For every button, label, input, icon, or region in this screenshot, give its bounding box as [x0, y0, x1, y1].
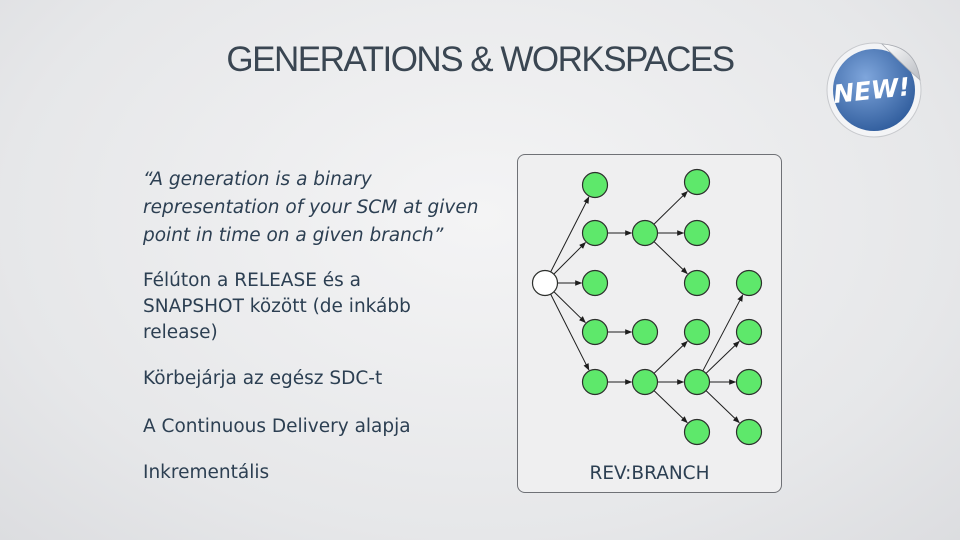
bullet-item: Félúton a RELEASE és a SNAPSHOT között (… [143, 268, 513, 346]
edge-b5-c4 [653, 340, 688, 374]
bullet-line: Félúton a RELEASE és a [143, 270, 362, 291]
generation-node-c4 [683, 318, 711, 346]
root-node [531, 269, 559, 297]
slide-title: GENERATIONS & WORKSPACES [226, 40, 735, 79]
edge-root-a1 [550, 196, 590, 273]
bullet-list: Félúton a RELEASE és a SNAPSHOT között (… [143, 268, 513, 483]
badge-page-curl [880, 43, 921, 81]
edge-root-a5 [550, 293, 590, 371]
edge-b5-c6 [653, 390, 688, 424]
generation-node-c6 [683, 418, 711, 446]
bullet-item: Körbejárja az egész SDC-t [143, 368, 383, 389]
quote-block: “A generation is a binary representation… [143, 166, 503, 250]
generation-node-a2 [581, 219, 609, 247]
edge-root-a2 [553, 242, 586, 275]
edge-b2-c1 [653, 190, 688, 225]
generation-node-c5 [683, 368, 711, 396]
quote-line: representation of your SCM at given [143, 197, 479, 218]
generation-node-a1 [581, 171, 609, 199]
generation-node-c2 [683, 219, 711, 247]
generation-node-a3 [581, 269, 609, 297]
edge-c5-d4 [705, 340, 740, 374]
quote-line: point in time on a given branch” [143, 225, 444, 246]
generation-node-c3 [683, 269, 711, 297]
generation-node-b5 [631, 368, 659, 396]
generation-node-d4 [735, 318, 763, 346]
bullet-item: A Continuous Delivery alapja [143, 416, 411, 437]
bullet-line: SNAPSHOT között (de inkább [143, 296, 411, 317]
badge-disc [833, 49, 915, 131]
generation-node-d6 [735, 418, 763, 446]
edge-b2-c3 [653, 241, 688, 275]
quote-line: “A generation is a binary [143, 169, 372, 190]
new-badge: NEW! [826, 42, 922, 138]
generation-node-b2 [631, 219, 659, 247]
bullet-item: Inkrementális [143, 462, 270, 483]
edge-root-a4 [553, 291, 586, 324]
generation-node-d3 [735, 269, 763, 297]
generation-node-c1 [683, 168, 711, 196]
bullet-line: release) [143, 322, 218, 343]
edge-c5-d3 [702, 294, 744, 372]
edge-c5-d6 [705, 390, 740, 424]
diagram-caption: REV:BRANCH [589, 463, 710, 484]
generation-node-b4 [631, 318, 659, 346]
generation-node-d5 [735, 368, 763, 396]
generation-node-a4 [581, 318, 609, 346]
generation-node-a5 [581, 368, 609, 396]
